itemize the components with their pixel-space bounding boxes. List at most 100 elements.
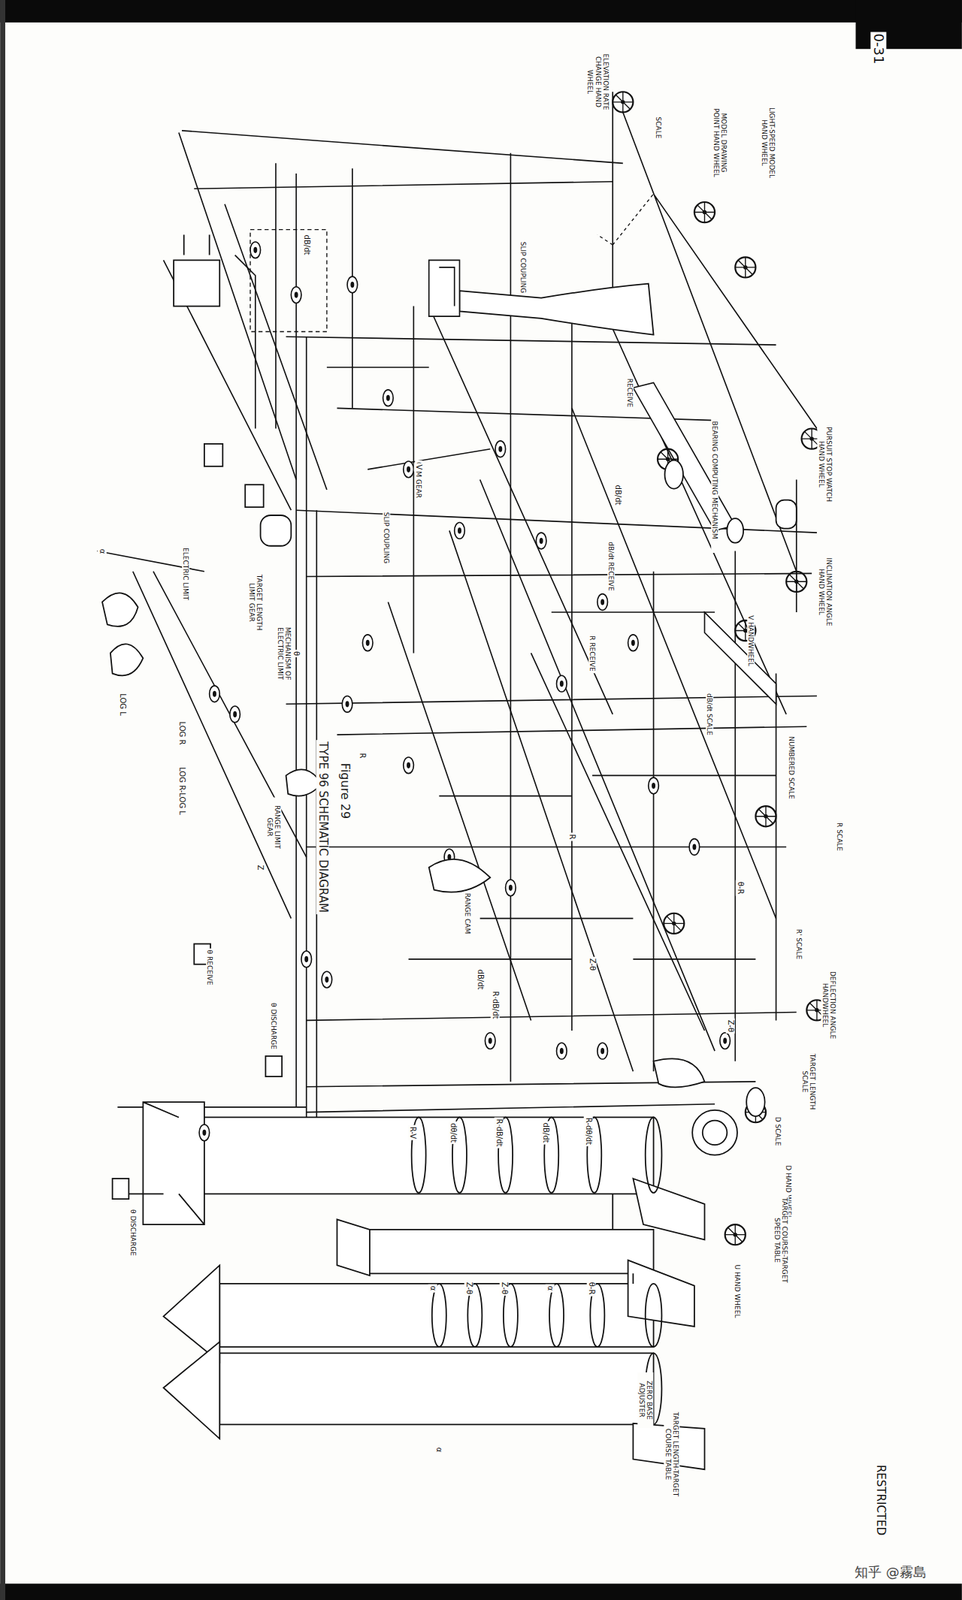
frame-shaft (163, 130, 817, 1114)
figure-title: Figure 29 (338, 762, 352, 821)
scan-border (0, 1584, 962, 1600)
gear (362, 635, 373, 652)
dashed-enclosure (250, 229, 327, 333)
tube-label: α (428, 1285, 438, 1294)
cross-shaft (235, 255, 797, 960)
gear (648, 777, 660, 795)
tube-label: dB/dt (541, 1122, 551, 1146)
part-label: TARGET LENGTH SCALE (801, 1043, 817, 1122)
part-label: SCALE (654, 114, 663, 140)
prism-end (163, 1342, 221, 1440)
part-label: θ DISCHARGE (128, 1209, 137, 1259)
m-box (260, 515, 292, 547)
part-label: dB/dt RECEIVE (606, 540, 615, 593)
tube (178, 1117, 654, 1195)
handwheel (663, 913, 684, 935)
part-label: LIGHT-SPEED MODEL HAND WHEEL (759, 102, 776, 185)
dial (726, 518, 744, 544)
horn-tube (459, 284, 654, 336)
part-label: dB/dt SCALE (705, 692, 714, 738)
part-label: SLIP COUPLING (381, 511, 390, 566)
tube-label: dθ/dt (449, 1122, 459, 1145)
handwheels (612, 91, 827, 1246)
shaft-label: α (97, 547, 107, 556)
gear (250, 242, 261, 259)
part-label: RECEIVE (626, 377, 634, 409)
part-label: RANGE LIMIT GEAR (266, 797, 282, 857)
part-label: TARGET LENGTH-TARGET COURSE TABLE (664, 1408, 681, 1502)
ring (432, 1284, 447, 1348)
shaft-label: R (358, 751, 368, 760)
part-label: ELEVATION RATE CHANGE HAND WHEEL (585, 44, 609, 119)
gear (403, 757, 415, 775)
gear (719, 1033, 731, 1050)
bearing-mechanism (704, 612, 776, 705)
tube-label: α (435, 1446, 445, 1455)
gear (341, 695, 353, 713)
handwheel (694, 202, 715, 223)
prism-end (632, 1179, 705, 1241)
part-label: LOG L (117, 692, 128, 718)
shaft-label: dB/dt (613, 484, 623, 508)
gear (484, 1033, 496, 1050)
range-cam (429, 859, 491, 893)
tube-rings (117, 1107, 662, 1425)
handwheel (725, 1225, 746, 1246)
gear (383, 390, 394, 407)
shaft-label: dB/dt (475, 968, 485, 993)
classification-stamp: RESTRICTED (874, 1464, 887, 1538)
handwheel (612, 91, 633, 112)
output-tubes (142, 1102, 705, 1471)
scan-border (0, 0, 962, 23)
gears (199, 242, 730, 1142)
coupling (204, 444, 223, 467)
gear (535, 532, 547, 550)
gear (454, 523, 466, 540)
dial (746, 1088, 765, 1117)
gear (229, 706, 241, 724)
watermark: 知乎 @霧島 (853, 1564, 929, 1581)
shaft-label: R (567, 833, 577, 842)
part-label: LOG R-LOG L (177, 765, 187, 817)
shaft-label: θ-R (735, 880, 745, 897)
part-label: V HANDWHEEL (747, 614, 755, 669)
scan-border (0, 0, 6, 1600)
part-label: RANGE CAM (463, 892, 472, 937)
tube-label: α (546, 1285, 556, 1294)
dial (665, 460, 684, 490)
cams (102, 444, 797, 1200)
part-label: U HAND WHEEL (733, 1263, 742, 1320)
receiver (112, 1179, 130, 1200)
gear (347, 276, 358, 294)
shaft-label: dB/dt (302, 233, 312, 258)
tube-label: R-dθ/dt (583, 1116, 593, 1147)
receiver (265, 1056, 282, 1077)
ring (645, 1117, 663, 1194)
dial (702, 1121, 728, 1147)
part-label: PURSUIT STOP WATCH HAND WHEEL (817, 423, 834, 506)
gear (689, 839, 700, 857)
dashed-lever (597, 193, 654, 246)
gear (556, 675, 568, 693)
tube-label: Z-θ (500, 1281, 510, 1297)
cam-housing (173, 234, 220, 306)
tube-end (336, 1219, 370, 1277)
dial (692, 1110, 738, 1156)
part-label: R' SCALE (794, 928, 802, 962)
gear (199, 1125, 210, 1142)
part-label: MECHANISM OF ELECTRIC LIMIT (275, 620, 292, 687)
shaft-label: θ (291, 650, 301, 658)
log-cam (110, 644, 143, 676)
diagonal-shaft (96, 111, 817, 1072)
tube-end (142, 1102, 205, 1226)
part-label: ZERO BASE ADJUSTER (637, 1373, 654, 1429)
part-label: θ RECEIVE (205, 949, 213, 988)
ring (645, 1284, 663, 1348)
part-label: MODEL DRAWING POINT HAND WHEEL (712, 102, 729, 185)
part-label: BEARING COMPUTING MECHANISM (710, 407, 719, 554)
handwheel (786, 571, 807, 593)
tube-label: R-V (408, 1125, 418, 1141)
handwheel (735, 257, 756, 278)
